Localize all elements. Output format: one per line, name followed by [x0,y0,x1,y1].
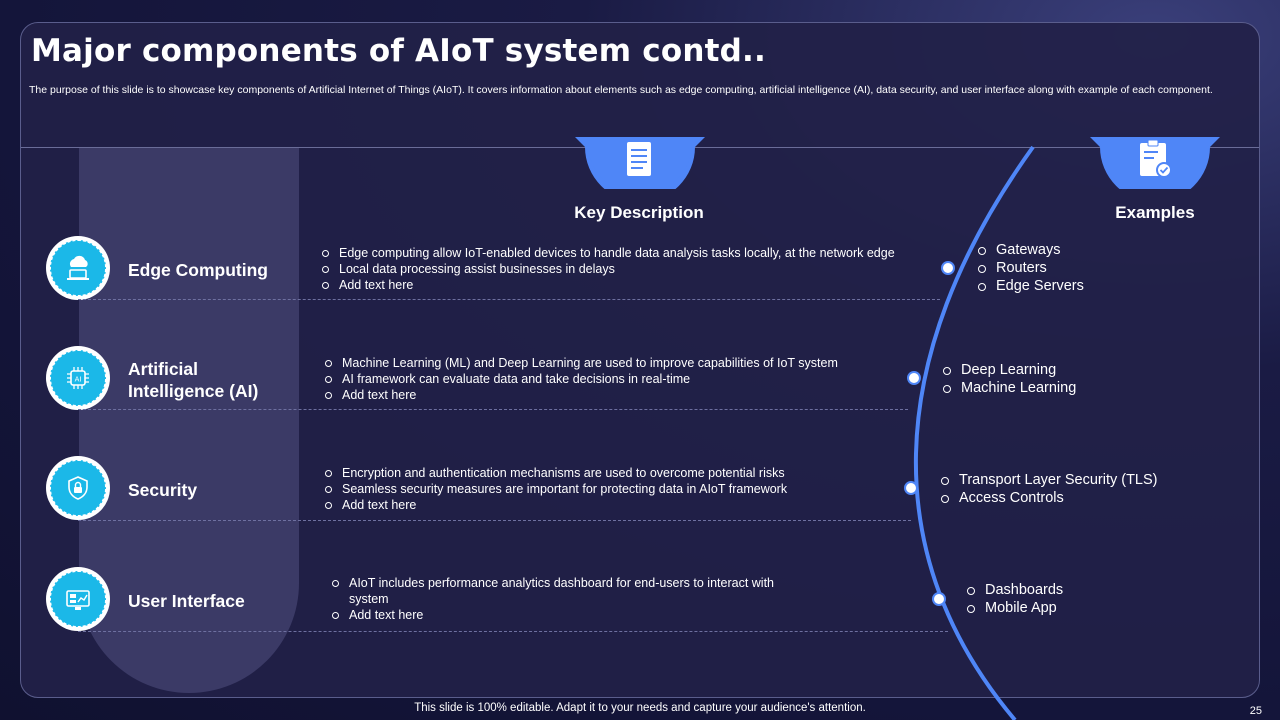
row-title-edge-computing: Edge Computing [128,260,268,280]
list-item: Access Controls [940,489,1158,507]
security-icon-circle [46,456,110,520]
timeline-node [941,261,955,275]
list-item: Add text here [330,607,800,623]
list-item: Add text here [323,497,787,513]
list-item: Dashboards [966,581,1063,599]
key-description-badge [575,137,705,189]
row-title-security: Security [128,480,198,500]
row-divider [78,409,908,410]
svg-text:AI: AI [75,376,82,384]
row-divider [78,520,911,521]
list-item: Routers [977,259,1084,277]
footer-note: This slide is 100% editable. Adapt it to… [414,702,866,714]
slide-frame: Major components of AIoT system contd.. … [20,22,1260,698]
list-item: Local data processing assist businesses … [320,261,895,277]
list-item: Encryption and authentication mechanisms… [323,465,787,481]
user-interface-description: AIoT includes performance analytics dash… [330,575,800,623]
dashboard-screen-icon [66,590,90,610]
ai-examples: Deep Learning Machine Learning [942,361,1076,397]
list-item: AIoT includes performance analytics dash… [330,575,800,607]
list-item: AI framework can evaluate data and take … [323,371,838,387]
list-item: Add text here [323,387,838,403]
examples-badge [1090,137,1220,189]
row-divider [78,631,948,632]
security-description: Encryption and authentication mechanisms… [323,465,787,513]
slide-subtitle: The purpose of this slide is to showcase… [29,84,1213,96]
timeline-node [904,481,918,495]
clipboard-check-icon [1140,139,1172,178]
ai-icon-circle: AI [46,346,110,410]
list-item: Add text here [320,277,895,293]
list-item: Seamless security measures are important… [323,481,787,497]
edge-computing-examples: Gateways Routers Edge Servers [977,241,1084,295]
page-number: 25 [1249,705,1262,717]
examples-heading: Examples [1115,203,1195,222]
shield-security-icon [68,476,88,500]
list-item: Mobile App [966,599,1063,617]
timeline-node [907,371,921,385]
security-examples: Transport Layer Security (TLS) Access Co… [940,471,1158,507]
edge-computing-description: Edge computing allow IoT-enabled devices… [320,245,895,293]
list-item: Edge Servers [977,277,1084,295]
slide-title: Major components of AIoT system contd.. [31,33,766,69]
list-item: Machine Learning [942,379,1076,397]
cloud-laptop-icon [67,255,89,280]
user-interface-icon-circle [46,567,110,631]
ai-chip-icon: AI [67,367,89,389]
ai-description: Machine Learning (ML) and Deep Learning … [323,355,838,403]
list-item: Gateways [977,241,1084,259]
document-icon [627,142,651,176]
user-interface-examples: Dashboards Mobile App [966,581,1063,617]
list-item: Machine Learning (ML) and Deep Learning … [323,355,838,371]
edge-computing-icon-circle [46,236,110,300]
row-title-user-interface: User Interface [128,591,245,611]
timeline-node [932,592,946,606]
row-title-artificial-intelligence: Artificial Intelligence (AI) [128,359,259,401]
list-item: Edge computing allow IoT-enabled devices… [320,245,895,261]
key-description-heading: Key Description [574,203,704,222]
list-item: Deep Learning [942,361,1076,379]
row-divider [78,299,940,300]
list-item: Transport Layer Security (TLS) [940,471,1158,489]
component-column-panel [79,148,299,693]
